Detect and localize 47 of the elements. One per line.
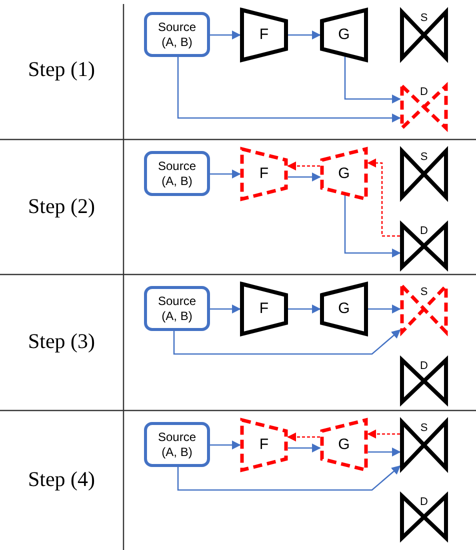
step-label: Step (2) [26,194,96,218]
node-label: G [337,165,351,183]
arrow [288,444,321,452]
step-label: Step (3) [26,329,96,354]
arrow [367,158,400,237]
arrow [210,170,241,178]
arrow [368,448,401,456]
arrow [287,162,320,170]
node-label: F [258,300,270,318]
node-label: Source (A, B) [156,20,198,50]
arrow [210,304,241,314]
step-label: Step (1) [26,56,96,82]
source-box [144,422,210,467]
source-box [144,151,210,196]
node-label: Source (A, B) [156,294,198,324]
arrow [210,30,241,40]
arrow [344,56,401,104]
source-box [144,12,210,57]
node-label: F [258,26,270,44]
node-label: G [337,26,351,44]
node-label: D [419,496,429,509]
arrow [173,329,401,355]
node-label: D [419,360,429,373]
node-label: G [337,300,351,318]
node-label: D [419,86,429,99]
node-label: G [337,436,351,454]
arrow [210,440,241,450]
arrow [177,465,401,491]
arrow [288,304,321,314]
node-label: F [258,436,270,454]
arrow [368,304,401,314]
arrow [177,57,401,122]
arrow [287,432,320,442]
step-label: Step (4) [26,467,96,492]
node-label: Source (A, B) [156,158,198,188]
arrow [288,30,321,40]
node-label: F [258,165,270,183]
node-label: S [419,151,429,164]
arrow [344,195,401,258]
arrow [288,172,321,182]
node-label: D [419,225,429,238]
arrow [367,430,400,438]
node-label: S [419,12,429,25]
node-label: Source (A, B) [156,430,198,460]
node-label: S [419,286,429,299]
source-box [144,286,210,331]
node-label: S [419,422,429,435]
